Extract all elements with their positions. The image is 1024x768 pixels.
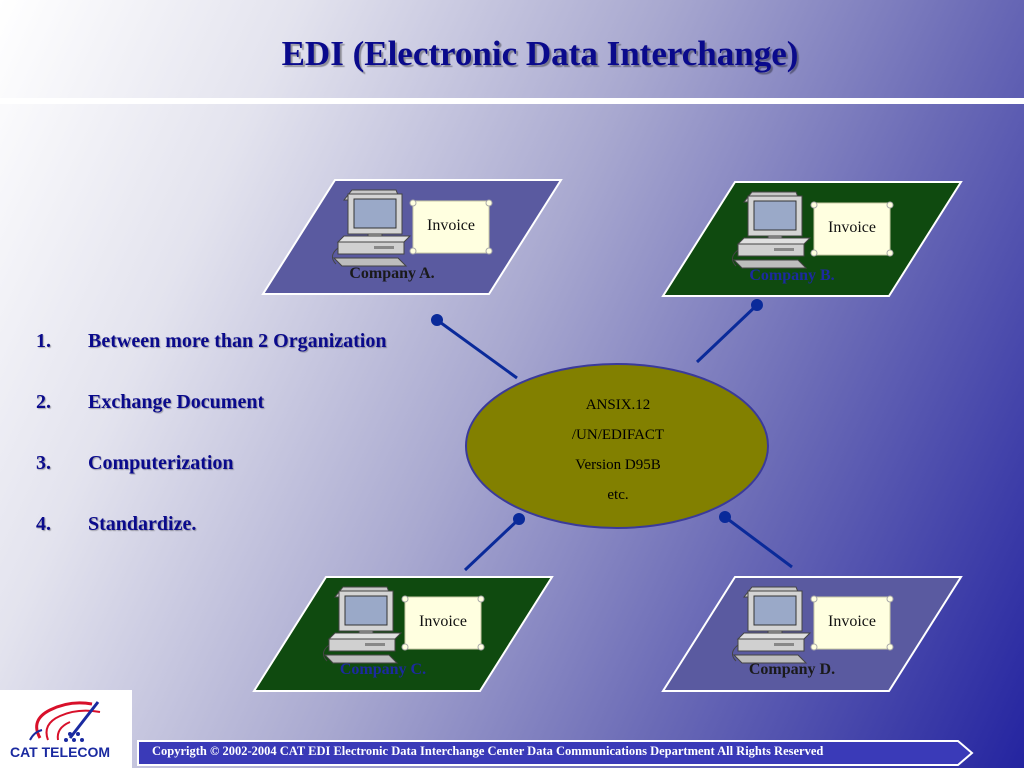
feature-text: Standardize. (88, 513, 197, 535)
company-b-label: Company B. (749, 267, 835, 284)
invoice-label-d: Invoice (828, 613, 876, 630)
standard-item: etc. (607, 487, 629, 503)
standards-hub (465, 363, 769, 529)
feature-text: Between more than 2 Organization (88, 330, 387, 352)
company-c-label: Company C. (339, 661, 427, 678)
feature-number: 1. (36, 330, 51, 352)
company-a-label: Company A. (349, 265, 435, 282)
logo-icon (29, 701, 101, 742)
standard-item: Version D95B (575, 457, 661, 473)
feature-number: 3. (36, 452, 51, 474)
page-title: EDI (Electronic Data Interchange) (281, 34, 799, 73)
footer-copyright: Copyrigth © 2002-2004 CAT EDI Electronic… (152, 744, 824, 758)
connector-d (724, 515, 793, 569)
invoice-label-a: Invoice (427, 217, 475, 234)
feature-number: 2. (36, 391, 51, 413)
title-divider (0, 98, 1024, 104)
connector-c (463, 517, 521, 572)
connector-a (436, 318, 518, 380)
feature-text: Computerization (88, 452, 234, 474)
footer-bar (137, 740, 974, 766)
standards-list: ANSIX.12 /UN/EDIFACT Version D95B etc. (468, 390, 768, 510)
invoice-label-c: Invoice (419, 613, 467, 630)
standard-item: /UN/EDIFACT (571, 427, 665, 443)
logo-text: CAT TELECOM (10, 744, 111, 760)
cat-telecom-logo: CAT TELECOM (0, 690, 132, 768)
feature-number: 4. (36, 513, 51, 535)
invoice-label-b: Invoice (828, 219, 876, 236)
connector-b (695, 303, 759, 364)
feature-text: Exchange Document (88, 391, 265, 413)
standard-item: ANSIX.12 (585, 397, 651, 413)
company-d-label: Company D. (748, 661, 836, 678)
